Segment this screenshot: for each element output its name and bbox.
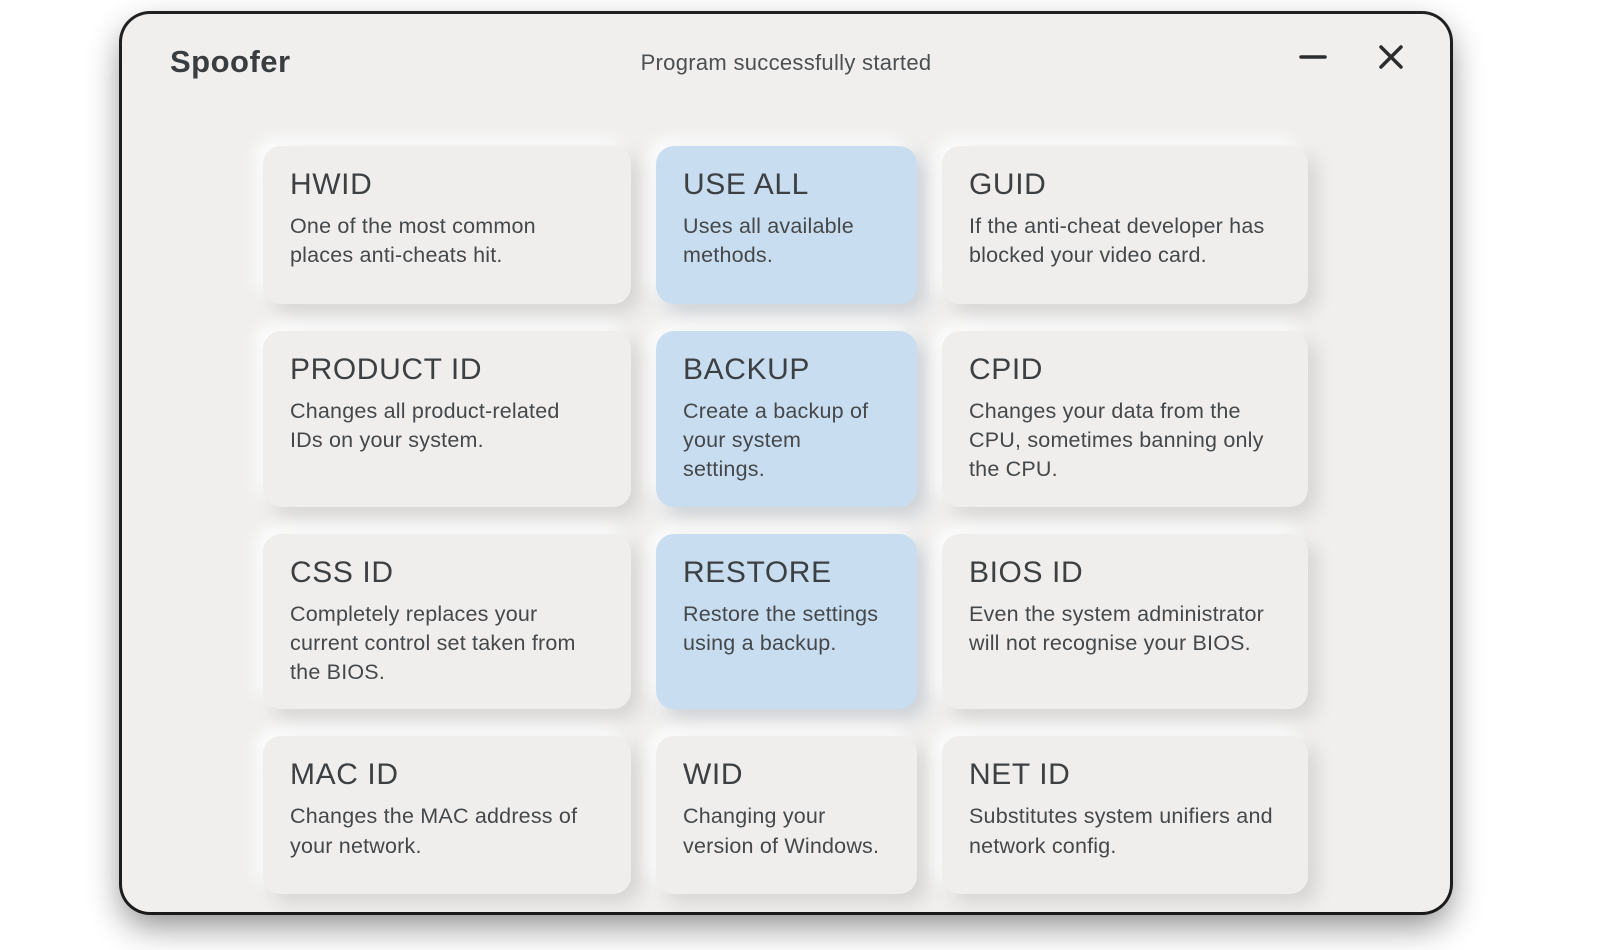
close-icon xyxy=(1376,42,1406,72)
card-title: PRODUCT ID xyxy=(290,353,483,386)
card-description: Changes the MAC address of your network. xyxy=(290,804,578,858)
card-description: Uses all available methods. xyxy=(683,214,854,268)
card-title: BACKUP xyxy=(683,353,810,386)
card-description: One of the most common places anti-cheat… xyxy=(290,214,536,268)
card-description: Changing your version of Windows. xyxy=(683,804,880,858)
card-title: MAC ID xyxy=(290,758,399,792)
status-message: Program successfully started xyxy=(640,50,932,75)
card-description: If the anti-cheat developer has blocked … xyxy=(969,214,1265,268)
card-description: Even the system administrator will not r… xyxy=(969,601,1264,655)
card-net-id[interactable]: NET ID Substitutes system unifiers and n… xyxy=(942,736,1308,895)
card-title: CPID xyxy=(969,353,1044,386)
card-cpid[interactable]: CPID Changes your data from the CPU, som… xyxy=(942,331,1308,507)
card-description: Create a backup of your system settings. xyxy=(683,399,869,482)
card-description: Restore the settings using a backup. xyxy=(683,601,879,655)
close-button[interactable] xyxy=(1370,36,1412,78)
titlebar: Spoofer Program successfully started xyxy=(122,14,1450,106)
card-restore[interactable]: RESTORE Restore the settings using a bac… xyxy=(656,533,917,710)
card-wid[interactable]: WID Changing your version of Windows. xyxy=(656,736,917,895)
card-bios-id[interactable]: BIOS ID Even the system administrator wi… xyxy=(942,533,1308,710)
card-description: Completely replaces your current control… xyxy=(290,601,576,685)
card-description: Substitutes system unifiers and network … xyxy=(969,804,1273,858)
card-description: Changes all product-related IDs on your … xyxy=(290,399,560,453)
app-window: Spoofer Program successfully started xyxy=(122,14,1450,912)
card-title: CSS ID xyxy=(290,555,394,589)
card-backup[interactable]: BACKUP Create a backup of your system se… xyxy=(656,331,917,507)
card-use-all[interactable]: USE ALL Uses all available methods. xyxy=(656,146,917,304)
card-title: USE ALL xyxy=(683,168,809,201)
app-title: Spoofer xyxy=(170,44,291,79)
minimize-icon xyxy=(1298,42,1328,72)
card-title: BIOS ID xyxy=(969,555,1084,589)
window-controls xyxy=(1292,36,1412,78)
card-mac-id[interactable]: MAC ID Changes the MAC address of your n… xyxy=(263,736,631,895)
card-title: NET ID xyxy=(969,758,1071,792)
card-grid: HWID One of the most common places anti-… xyxy=(263,146,1309,895)
card-title: GUID xyxy=(969,168,1047,201)
card-description: Changes your data from the CPU, sometime… xyxy=(969,399,1264,482)
card-hwid[interactable]: HWID One of the most common places anti-… xyxy=(263,146,631,304)
card-title: WID xyxy=(683,758,744,792)
card-product-id[interactable]: PRODUCT ID Changes all product-related I… xyxy=(263,331,631,507)
card-guid[interactable]: GUID If the anti-cheat developer has blo… xyxy=(942,146,1308,304)
card-title: HWID xyxy=(290,168,373,201)
card-title: RESTORE xyxy=(683,555,832,589)
card-css-id[interactable]: CSS ID Completely replaces your current … xyxy=(263,533,631,710)
minimize-button[interactable] xyxy=(1292,36,1334,78)
